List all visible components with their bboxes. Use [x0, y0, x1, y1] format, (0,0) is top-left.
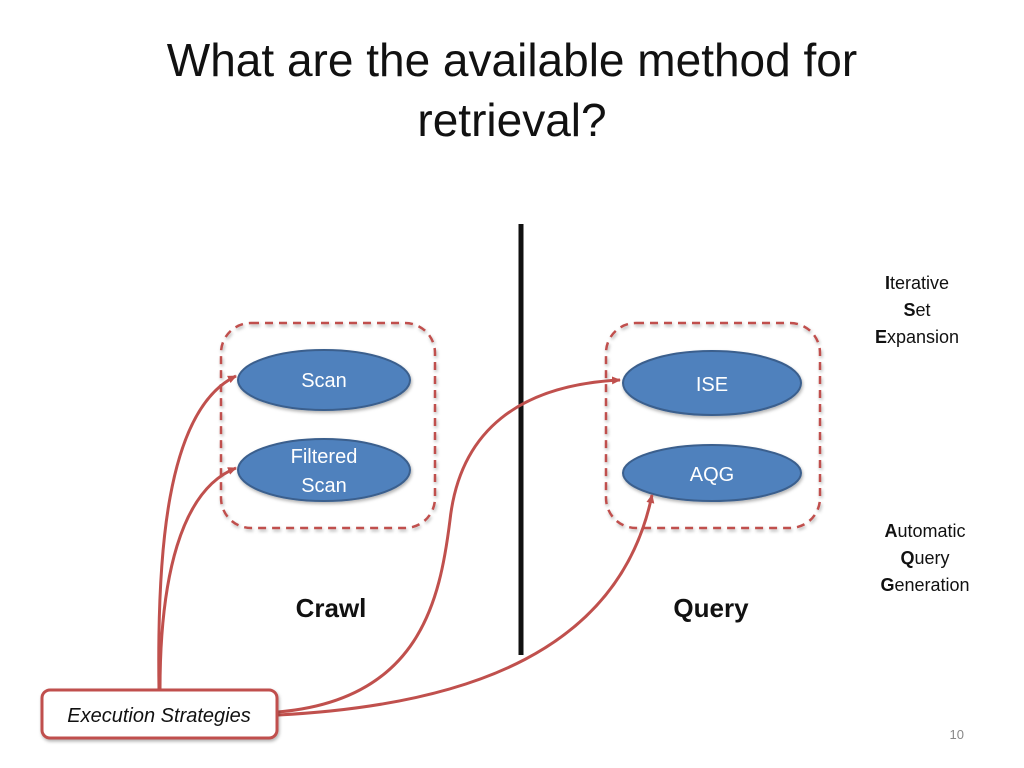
slide-title: What are the available method for retrie… — [0, 30, 1024, 150]
ise-expansion: Iterative Set Expansion — [842, 270, 992, 351]
title-line-2: retrieval? — [417, 94, 607, 146]
execution-strategies-label: Execution Strategies — [67, 705, 250, 727]
arrow-to-filtered-scan — [158, 466, 237, 691]
crawl-group-box — [219, 321, 437, 530]
filtered-scan-label: Scan — [301, 475, 347, 497]
ise-expansion-line-2: Set — [903, 300, 931, 320]
execution-strategies-box[interactable]: Execution Strategies — [40, 688, 279, 740]
scan-node[interactable]: Scan — [237, 349, 411, 411]
aqg-expansion-line-3: Generation — [880, 575, 970, 595]
aqg-expansion-line-2: Query — [900, 548, 950, 568]
aqg-label: AQG — [690, 464, 734, 486]
ise-expansion-line-3: Expansion — [874, 327, 960, 347]
ise-expansion-line-1: Iterative — [884, 273, 950, 293]
slide-number: 10 — [949, 727, 964, 742]
arrow-to-scan — [157, 374, 237, 691]
ise-node[interactable]: ISE — [622, 350, 802, 416]
filtered-scan-node[interactable]: Filtered Scan — [237, 438, 411, 502]
aqg-expansion: Automatic Query Generation — [850, 518, 1000, 599]
scan-label: Scan — [301, 370, 347, 392]
arrow-to-aqg — [277, 494, 655, 717]
crawl-label: Crawl — [296, 593, 367, 623]
arrow-to-ise — [277, 376, 621, 714]
title-line-1: What are the available method for — [166, 34, 858, 86]
query-label: Query — [673, 593, 749, 623]
query-group-box — [604, 321, 822, 530]
aqg-expansion-line-1: Automatic — [884, 521, 966, 541]
filtered-label: Filtered — [291, 446, 358, 468]
aqg-node[interactable]: AQG — [622, 444, 802, 502]
ise-label: ISE — [696, 374, 728, 396]
